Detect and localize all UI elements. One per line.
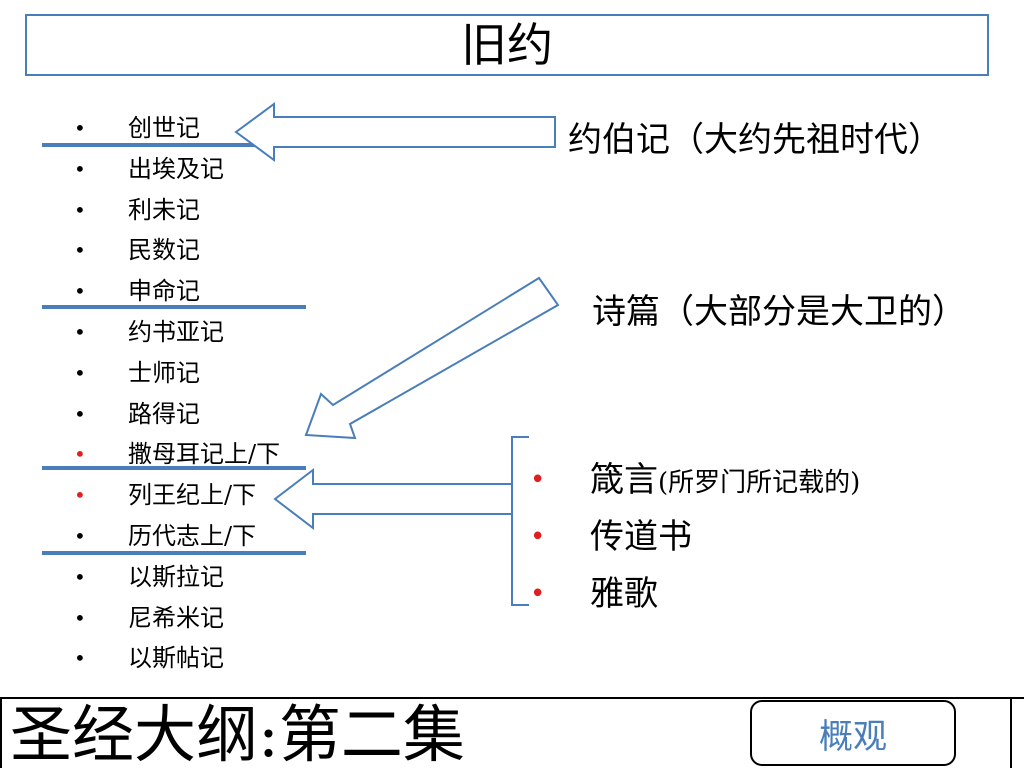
page-title: 旧约 [461,18,553,72]
footer-title: 圣经大纲:第二集 [10,698,465,771]
book-name: 撒母耳记上/下 [128,440,281,469]
bullet-icon: • [74,605,86,630]
arrow-wisdom [273,467,513,531]
overview-button[interactable]: 概观 [750,700,956,766]
book-name: 以斯拉记 [128,562,224,591]
wisdom-item: • 箴言(所罗门所记载的) [530,452,860,509]
book-name: 出埃及记 [128,154,224,183]
footer-line [0,697,1024,699]
list-item: • 以斯拉记 [70,557,280,598]
bullet-icon: • [74,360,86,385]
list-item: • 民数记 [70,230,280,271]
list-item: • 创世记 [70,108,280,149]
list-item: • 历代志上/下 [70,516,280,557]
bullet-icon: • [530,522,546,552]
bullet-icon: • [74,319,86,344]
wisdom-book-name: 雅歌 [590,574,658,614]
bullet-icon: • [74,238,86,263]
title-box: 旧约 [25,14,989,76]
footer-divider-right [1010,697,1012,768]
bullet-icon: • [74,116,86,140]
bullet-icon: • [530,579,546,609]
list-item: • 利未记 [70,190,280,231]
wisdom-item: • 传道书 [530,509,860,566]
list-item: • 申命记 [70,271,280,312]
book-name: 士师记 [128,358,200,387]
book-list: • 创世记 • 出埃及记 • 利未记 • 民数记 • 申命记 • 约书亚记 • 士师记 • 路得记 • 撒母耳记上… [70,108,280,679]
wisdom-book-name: 传道书 [590,517,692,557]
book-name: 尼希米记 [128,603,224,632]
separator-line [42,551,306,555]
list-item: • 出埃及记 [70,149,280,190]
book-name: 以斯帖记 [128,644,224,673]
bullet-icon: • [74,564,86,589]
wisdom-item: • 雅歌 [530,566,860,623]
list-item: • 士师记 [70,353,280,394]
list-item: • 尼希米记 [70,598,280,639]
bullet-icon: • [74,156,86,181]
book-name: 创世记 [128,114,200,142]
bullet-icon: • [74,279,86,304]
label-job: 约伯记（大约先祖时代） [568,120,942,160]
book-name: 约书亚记 [128,317,224,346]
list-item: • 约书亚记 [70,312,280,353]
separator-line [42,305,306,309]
wisdom-bracket [511,436,529,606]
bullet-icon: • [74,483,86,508]
wisdom-list: • 箴言(所罗门所记载的) • 传道书 • 雅歌 [530,452,860,623]
bullet-icon: • [74,523,86,548]
label-psalms: 诗篇（大部分是大卫的） [592,292,966,332]
bullet-icon: • [74,401,86,426]
footer-divider-left [0,697,2,768]
bullet-icon: • [74,442,86,467]
book-name: 利未记 [128,195,200,224]
separator-line [42,466,306,470]
arrow-job [234,102,556,162]
wisdom-book-note: (所罗门所记载的) [658,468,861,498]
separator-line [42,143,266,147]
book-name: 列王纪上/下 [128,481,257,510]
book-name: 历代志上/下 [128,521,257,550]
list-item: • 撒母耳记上/下 [70,434,280,475]
book-name: 申命记 [128,277,200,306]
arrow-psalms [304,276,560,440]
list-item: • 路得记 [70,394,280,435]
list-item: • 以斯帖记 [70,638,280,679]
book-name: 民数记 [128,236,200,265]
bullet-icon: • [74,646,86,671]
bullet-icon: • [74,197,86,222]
list-item: • 列王纪上/下 [70,475,280,516]
bullet-icon: • [530,465,546,495]
book-name: 路得记 [128,399,200,428]
wisdom-book-name: 箴言 [590,460,658,500]
